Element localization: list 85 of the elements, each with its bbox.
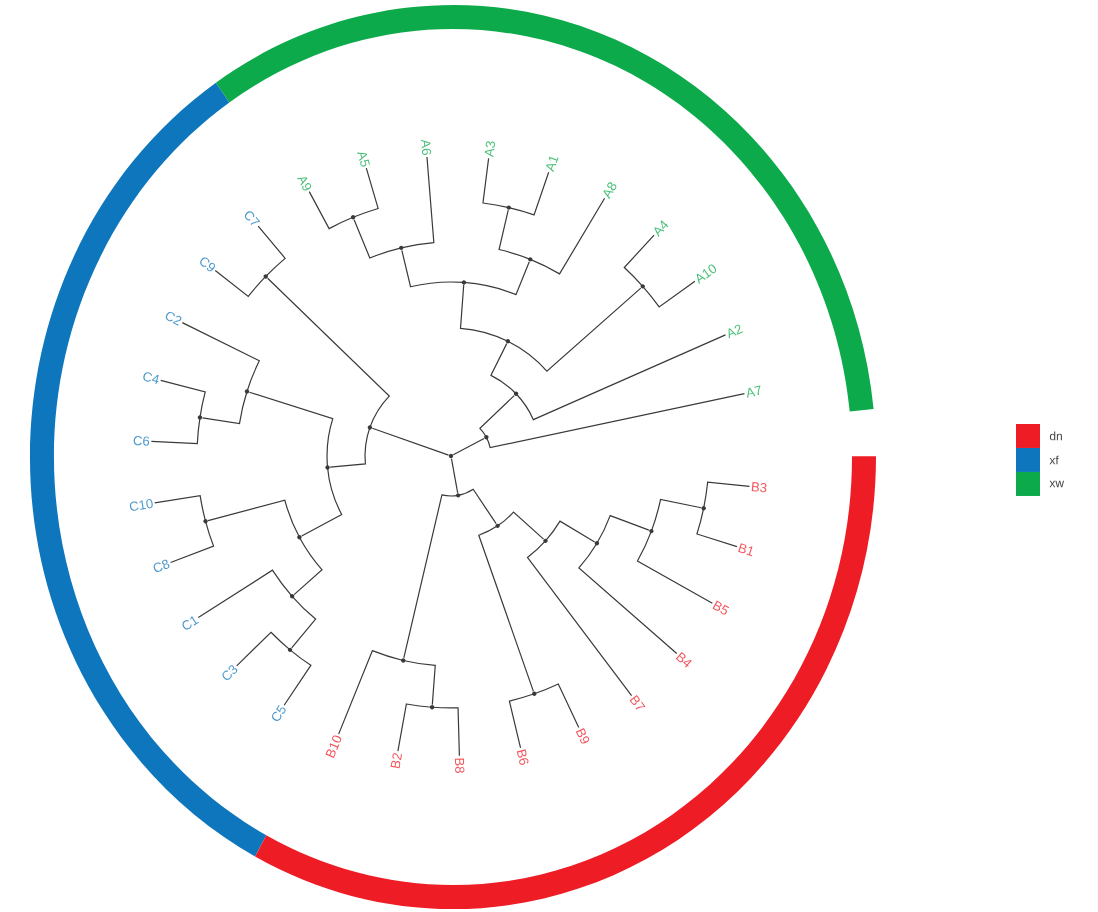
tree-branch bbox=[291, 595, 317, 649]
branch-point bbox=[263, 274, 268, 279]
tree-branch bbox=[497, 511, 545, 540]
tree-branch bbox=[507, 287, 642, 372]
branch-point bbox=[203, 519, 208, 524]
tree-branch bbox=[329, 426, 371, 468]
branch-point bbox=[197, 415, 203, 420]
tree-branch bbox=[301, 466, 343, 537]
tree-branch bbox=[526, 540, 633, 697]
branch-point bbox=[640, 284, 645, 289]
tree-branch bbox=[578, 542, 678, 655]
tree-branch bbox=[485, 393, 746, 449]
branch-point bbox=[505, 339, 511, 344]
tree-branch bbox=[283, 649, 312, 706]
tree-branch bbox=[352, 167, 379, 218]
branch-point bbox=[461, 280, 467, 285]
branch-point bbox=[287, 647, 293, 653]
tree-branch bbox=[703, 481, 751, 509]
tree-branch bbox=[478, 525, 535, 692]
tree-branch bbox=[257, 225, 286, 278]
tree-branch bbox=[642, 280, 696, 308]
branch-point bbox=[701, 506, 706, 511]
tree-branch bbox=[267, 277, 390, 429]
tree-branch bbox=[544, 520, 596, 543]
tree-branch bbox=[353, 219, 402, 259]
tree-branch bbox=[403, 494, 459, 659]
branch-point bbox=[289, 594, 295, 599]
tree-branch bbox=[338, 650, 404, 735]
branch-point bbox=[594, 541, 600, 546]
tree-branch bbox=[402, 659, 436, 706]
tree-branch bbox=[457, 488, 497, 525]
branch-point bbox=[350, 215, 356, 220]
tree-branch bbox=[490, 343, 517, 395]
branch-point bbox=[506, 205, 511, 210]
tree-branch bbox=[170, 520, 215, 564]
tree-branch bbox=[181, 322, 260, 393]
tree-branch bbox=[401, 249, 465, 288]
tree-branch bbox=[248, 391, 334, 469]
tree-branch bbox=[154, 495, 207, 522]
branch-point bbox=[528, 257, 533, 262]
branch-point bbox=[244, 389, 250, 394]
tree-branch bbox=[650, 498, 702, 532]
tree-branch bbox=[293, 536, 323, 596]
tree-branch bbox=[508, 171, 550, 216]
tree-branch bbox=[371, 427, 450, 456]
branch-point bbox=[399, 245, 404, 251]
tree-branch bbox=[308, 191, 354, 230]
tree-branch bbox=[596, 515, 650, 544]
branch-point bbox=[325, 465, 330, 470]
tree-branch bbox=[450, 457, 459, 494]
tree-branch bbox=[459, 284, 509, 342]
branch-point bbox=[448, 453, 454, 459]
branch-point bbox=[513, 391, 519, 396]
tree-branch bbox=[636, 530, 713, 604]
branch-point bbox=[297, 535, 302, 540]
tree-branch bbox=[696, 507, 738, 548]
tree-branch bbox=[214, 269, 267, 298]
tree-branch bbox=[529, 197, 606, 275]
tree-branch bbox=[150, 416, 201, 445]
branch-point bbox=[495, 523, 500, 529]
branch-point bbox=[367, 425, 373, 430]
tree-branch bbox=[160, 379, 206, 419]
tree-branch bbox=[452, 437, 485, 456]
branch-point bbox=[649, 528, 654, 534]
tree-branch bbox=[479, 394, 515, 438]
branch-point bbox=[401, 658, 406, 663]
branch-point bbox=[455, 493, 461, 498]
tree-branch bbox=[197, 569, 293, 619]
tree-branch bbox=[207, 499, 300, 538]
tree-branch bbox=[400, 156, 435, 249]
tree-branch bbox=[533, 683, 580, 728]
branch-point bbox=[429, 705, 435, 710]
branch-point bbox=[484, 435, 489, 440]
tree-branch bbox=[431, 706, 460, 757]
tree-branch bbox=[463, 261, 530, 296]
tree-branch bbox=[508, 693, 535, 749]
branch-point bbox=[532, 691, 537, 696]
tree-branch bbox=[482, 157, 510, 209]
tree-branch bbox=[397, 703, 433, 752]
tree-branch bbox=[498, 209, 531, 260]
tree-branch bbox=[623, 234, 655, 287]
branch-point bbox=[543, 538, 548, 544]
tree-branch bbox=[236, 631, 291, 667]
tree-branch bbox=[201, 390, 248, 425]
tree-branch bbox=[515, 334, 727, 421]
